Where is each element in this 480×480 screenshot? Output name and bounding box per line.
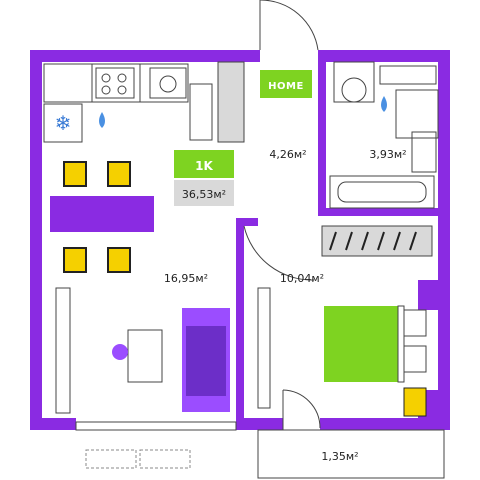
windows: [55, 65, 437, 431]
room-area-bathroom: 3,93м²: [369, 148, 406, 161]
dining-set: [50, 161, 154, 273]
apartment-badge: 1K 36,53м²: [174, 150, 234, 206]
home-label: HOME: [268, 81, 304, 92]
home-badge: HOME: [260, 70, 312, 98]
fridge-icon: ❄: [43, 103, 83, 143]
water-drop-icon: [99, 96, 387, 128]
bed: [324, 305, 427, 417]
apartment-total-area: 36,53м²: [182, 188, 226, 201]
balcony: [85, 429, 445, 479]
apartment-type: 1K: [195, 159, 213, 173]
walls: [30, 50, 450, 430]
sofa: [182, 308, 230, 412]
bedroom-wardrobe: [321, 225, 433, 257]
desk: [112, 329, 163, 383]
room-area-hallway: 4,26м²: [269, 148, 306, 161]
hall-wardrobe: [189, 61, 245, 143]
entrance-door: [243, 0, 321, 430]
room-area-balcony: 1,35м²: [321, 450, 358, 463]
room-area-kitchen-living: 16,95м²: [164, 272, 208, 285]
bathroom-fixtures: [329, 61, 439, 209]
svg-text:❄: ❄: [55, 111, 72, 135]
room-area-bedroom: 10,04м²: [280, 272, 324, 285]
kitchen-counter: [43, 63, 189, 103]
